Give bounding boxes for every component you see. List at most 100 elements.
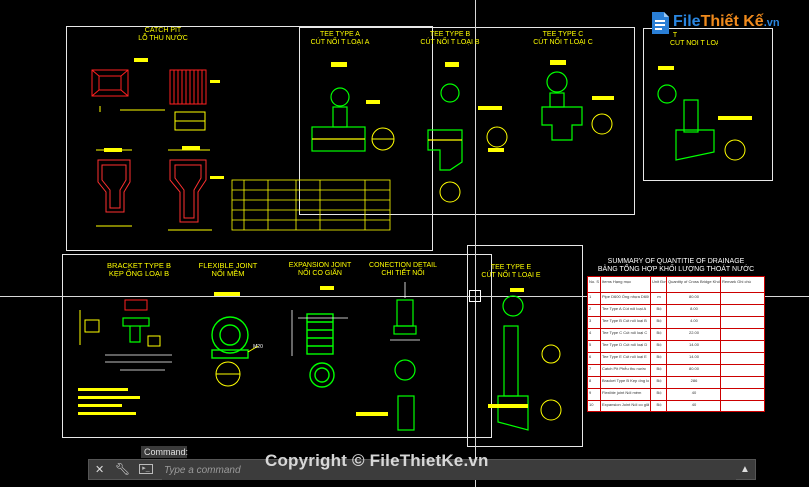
close-icon[interactable]: ✕ <box>95 464 105 476</box>
table-cell-item: Tee Type D Cút nối loại D <box>602 342 648 347</box>
catch-pit-title: CATCH PIT <box>144 27 182 34</box>
table-cell-item: Tee Type C Cút nối loại C <box>602 330 648 335</box>
table-cell-no: 5 <box>589 342 592 347</box>
table-cell-qty: 286 <box>690 378 698 383</box>
tee-a-drawing <box>311 87 366 152</box>
table-cell-item: Tee Type E Cút nối loại E <box>602 354 647 359</box>
annotation <box>78 412 136 415</box>
table-cell-unit: Bộ <box>656 342 662 347</box>
annotation <box>210 80 220 83</box>
tee-b-drawing <box>427 83 463 171</box>
annotation <box>182 146 200 150</box>
bracket-drawing <box>122 317 150 343</box>
tee-b-subtitle: CÚT NỐI T LOẠI B <box>420 39 480 46</box>
annotation <box>356 412 388 416</box>
annotation <box>488 404 528 408</box>
annotation <box>320 286 334 290</box>
table-header: Remark Ghi chú <box>722 279 751 284</box>
connection-subtitle: CHI TIẾT NỐI <box>381 270 425 277</box>
command-prompt-icon[interactable]: ▸_ <box>139 464 153 474</box>
crosshair-pickbox[interactable] <box>469 290 481 302</box>
annotation <box>550 60 566 65</box>
tee-a-subtitle: CÚT NỐI T LOẠI A <box>310 39 370 46</box>
flexible-joint-drawing <box>211 316 249 359</box>
table-cell-no: 9 <box>589 390 592 395</box>
table-cell-unit: Bộ <box>656 402 662 407</box>
annotation <box>214 292 240 296</box>
table-cell-no: 10 <box>589 402 594 407</box>
table-cell-qty: 40 <box>691 390 697 395</box>
table-cell-item: Expansion Joint Nối co giãn <box>602 402 649 407</box>
table-cell-unit: m <box>657 294 661 299</box>
frame-catch-pit <box>66 26 433 251</box>
tee-e-subtitle: CÚT NỐI T LOẠI E <box>481 272 541 279</box>
crosshair-horizontal <box>0 296 809 297</box>
logo-part-vn: .vn <box>763 17 780 29</box>
tee-c-title: TEE TYPE C <box>542 31 584 38</box>
tee-e-title: TEE TYPE E <box>490 264 532 271</box>
flexible-title: FLEXIBLE JOINT <box>198 261 258 270</box>
table-cell-qty: 22.00 <box>688 330 699 335</box>
frame-details <box>62 254 492 438</box>
catch-pit-section-left <box>97 159 131 213</box>
summary-table: No. Stt Items Hạng mục Unit Đơn vị Quant… <box>587 276 765 412</box>
copyright-watermark: Copyright © FileThietKe.vn <box>265 451 489 470</box>
table-row <box>588 400 764 401</box>
catch-pit-table <box>231 179 391 231</box>
logo-part-file: File <box>673 13 701 30</box>
annotation <box>78 404 122 407</box>
table-cell-unit: Bộ <box>656 378 662 383</box>
table-cell-unit: Bộ <box>656 318 662 323</box>
table-header: No. Stt <box>589 279 599 284</box>
scroll-arrow-icon[interactable]: ▲ <box>740 464 750 475</box>
wrench-icon[interactable]: 🔧︎ <box>115 462 131 476</box>
annotation <box>331 62 347 67</box>
annotation <box>134 58 148 62</box>
table-cell-no: 2 <box>589 306 592 311</box>
table-cell-qty: 40 <box>691 402 697 407</box>
logo-part-thietke: Thiết Kế <box>700 13 764 30</box>
table-header: Quantity of Cross Bridge Khối lượng Toàn… <box>668 279 720 284</box>
connection-title: CONECTION DETAIL <box>369 262 437 269</box>
table-cell-no: 7 <box>589 366 592 371</box>
summary-title: SUMMARY OF QUANTITIE OF DRAINAGE <box>607 258 745 265</box>
table-row <box>588 388 764 389</box>
tee-c-drawing <box>541 71 583 141</box>
annotation <box>366 100 380 104</box>
table-row <box>588 364 764 365</box>
table-cell-qty: 80.00 <box>688 366 699 371</box>
flexible-subtitle: NỐI MỀM <box>211 269 245 278</box>
annotation <box>445 62 459 67</box>
tee-b-circles <box>439 126 508 203</box>
table-cell-qty: 14.00 <box>688 342 699 347</box>
connection-detail-drawing <box>393 299 417 431</box>
expansion-title: EXPANSION JOINT <box>288 262 352 269</box>
command-history-label: Command: <box>141 446 188 458</box>
tee-b-title: TEE TYPE B <box>429 31 471 38</box>
table-cell-qty: 14.00 <box>688 354 699 359</box>
table-cell-no: 4 <box>589 330 592 335</box>
table-row <box>588 328 764 329</box>
table-cell-unit: Bộ <box>656 354 662 359</box>
table-col-divider <box>650 277 651 411</box>
summary-subtitle: BẢNG TỔNG HỢP KHỐI LƯỢNG THOÁT NƯỚC <box>597 266 755 273</box>
table-row <box>588 316 764 317</box>
table-cell-item: Bracket Type B Kẹp ống loại B <box>602 378 649 383</box>
site-logo: FileThiết Kế.vn <box>673 13 780 31</box>
annotation <box>592 96 614 100</box>
table-cell-qty: 8.00 <box>690 306 698 311</box>
table-row <box>588 352 764 353</box>
table-cell-item: Tee Type A Cút nối loại A <box>602 306 647 311</box>
expansion-joint-drawing <box>306 313 335 388</box>
catch-pit-section-right <box>169 159 207 223</box>
command-input[interactable] <box>162 461 736 480</box>
tee-d-subtitle: CÚT NỐI T LOẠI D <box>670 40 718 47</box>
annotation <box>488 148 504 152</box>
table-row <box>588 376 764 377</box>
table-col-divider <box>600 277 601 411</box>
table-cell-item: Pipe D600 Ống nhựa D600 <box>602 294 649 299</box>
table-cell-item: Flexible joint Nối mềm <box>602 390 642 395</box>
tee-a-title: TEE TYPE A <box>320 31 360 38</box>
table-cell-unit: Bộ <box>656 306 662 311</box>
